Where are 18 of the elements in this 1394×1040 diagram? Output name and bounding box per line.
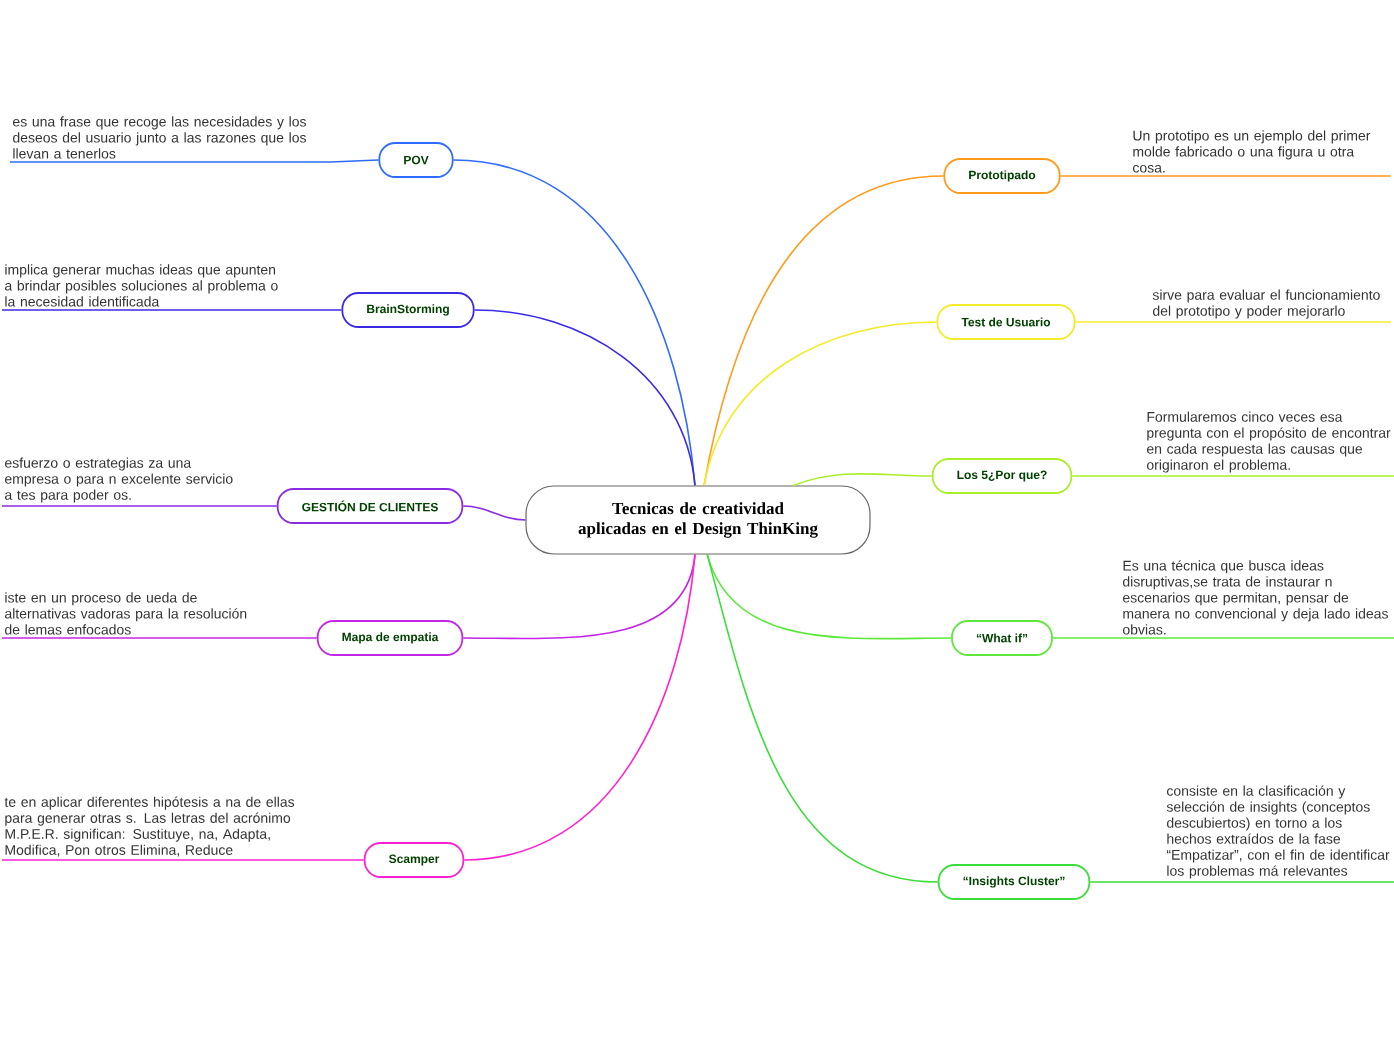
connector-line: [1052, 637, 1394, 639]
branch-line: [462, 505, 527, 521]
branch-line: [703, 321, 938, 487]
connector-line: [1, 637, 318, 639]
connector-line: [9, 159, 380, 163]
connector-line: [1, 309, 343, 311]
connector-line: [1071, 475, 1394, 477]
branch-line: [473, 309, 696, 487]
connector-line: [1074, 321, 1392, 323]
branch-line: [463, 553, 696, 861]
central-topic-box: Tecnicas de creatividad aplicadas en el Design ThinKing: [525, 485, 871, 555]
connector-line: [1089, 881, 1394, 883]
branch-line: [792, 472, 933, 487]
connector-line: [1059, 175, 1392, 177]
connector-line: [1, 859, 365, 861]
connector-line: [1, 505, 278, 507]
branch-line: [706, 553, 952, 640]
branch-line: [706, 553, 939, 883]
